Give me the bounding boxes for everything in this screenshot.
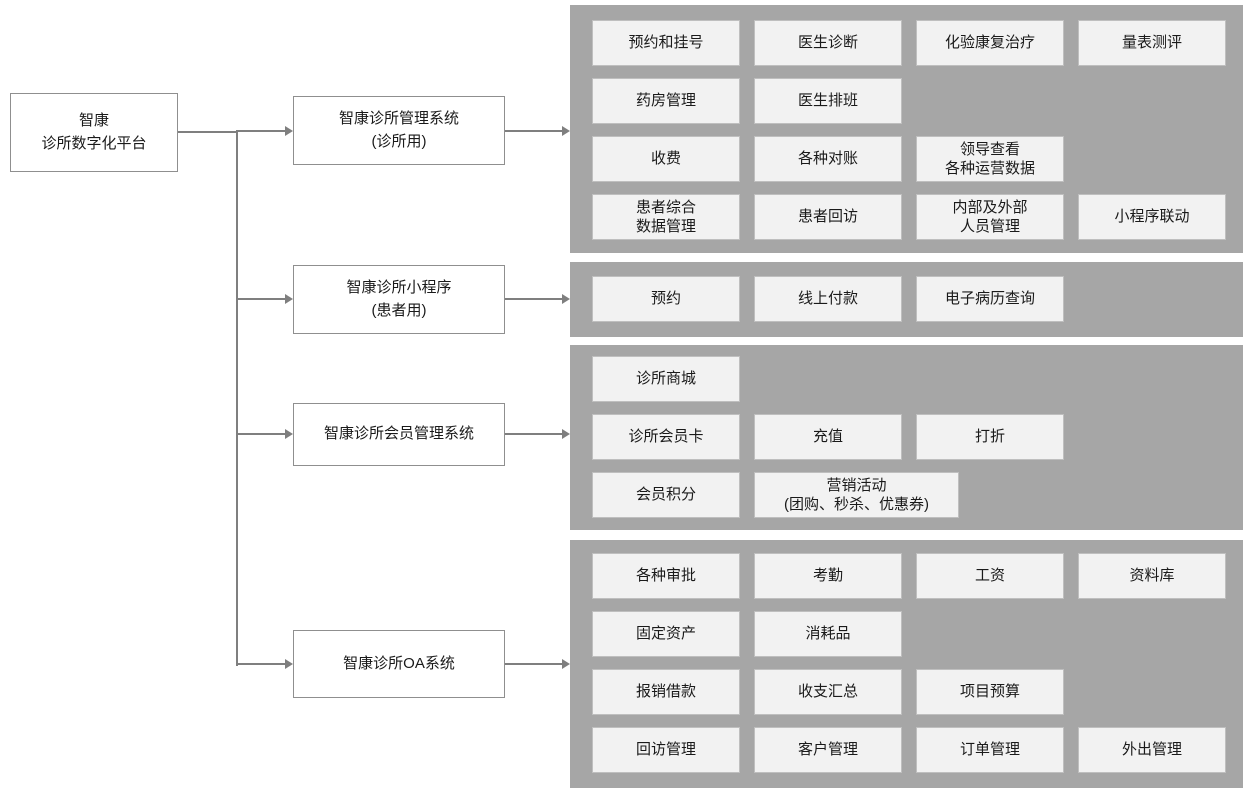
- connector-line: [236, 433, 285, 435]
- panel-item: 考勤: [754, 553, 902, 599]
- panel-item: 内部及外部人员管理: [916, 194, 1064, 240]
- arrowhead-icon: [562, 294, 570, 304]
- panel-item: 订单管理: [916, 727, 1064, 773]
- connector-line: [505, 663, 562, 665]
- panel-clinic-management: 预约和挂号医生诊断化验康复治疗量表测评药房管理医生排班收费各种对账领导查看各种运…: [570, 5, 1243, 253]
- panel-item: 化验康复治疗: [916, 20, 1064, 66]
- panel-item: 消耗品: [754, 611, 902, 657]
- panel-row: 预约和挂号医生诊断化验康复治疗量表测评: [592, 20, 1243, 66]
- panel-item: 回访管理: [592, 727, 740, 773]
- panel-item: 预约和挂号: [592, 20, 740, 66]
- panel-item: 打折: [916, 414, 1064, 460]
- connector-line: [236, 663, 285, 665]
- node-membership-system: 智康诊所会员管理系统: [293, 403, 505, 466]
- panel-item: 各种对账: [754, 136, 902, 182]
- connector-line: [236, 298, 285, 300]
- arrowhead-icon: [285, 126, 293, 136]
- node-oa-system: 智康诊所OA系统: [293, 630, 505, 698]
- connector-line: [505, 298, 562, 300]
- panel-item: 领导查看各种运营数据: [916, 136, 1064, 182]
- connector-line: [178, 131, 238, 133]
- panel-row: 回访管理客户管理订单管理外出管理: [592, 727, 1243, 773]
- connector-line: [505, 130, 562, 132]
- panel-item: 各种审批: [592, 553, 740, 599]
- panel-item: 项目预算: [916, 669, 1064, 715]
- panel-row: 患者综合数据管理患者回访内部及外部人员管理小程序联动: [592, 194, 1243, 240]
- panel-item: 报销借款: [592, 669, 740, 715]
- panel-row: 诊所会员卡充值打折: [592, 414, 1243, 460]
- panel-item: 收费: [592, 136, 740, 182]
- root-node: 智康诊所数字化平台: [10, 93, 178, 172]
- panel-item: 收支汇总: [754, 669, 902, 715]
- arrowhead-icon: [285, 659, 293, 669]
- arrowhead-icon: [285, 429, 293, 439]
- panel-row: 各种审批考勤工资资料库: [592, 553, 1243, 599]
- panel-membership: 诊所商城诊所会员卡充值打折会员积分营销活动(团购、秒杀、优惠券): [570, 345, 1243, 530]
- arrowhead-icon: [562, 659, 570, 669]
- panel-item: 药房管理: [592, 78, 740, 124]
- panel-item: 患者综合数据管理: [592, 194, 740, 240]
- panel-mini-program: 预约线上付款电子病历查询: [570, 262, 1243, 337]
- panel-item: 会员积分: [592, 472, 740, 518]
- arrowhead-icon: [562, 126, 570, 136]
- panel-item: 固定资产: [592, 611, 740, 657]
- panel-item: 诊所商城: [592, 356, 740, 402]
- panel-item: 诊所会员卡: [592, 414, 740, 460]
- arrowhead-icon: [562, 429, 570, 439]
- panel-row: 诊所商城: [592, 356, 1243, 402]
- panel-item: 客户管理: [754, 727, 902, 773]
- panel-item: 患者回访: [754, 194, 902, 240]
- panel-item: 电子病历查询: [916, 276, 1064, 322]
- panel-row: 收费各种对账领导查看各种运营数据: [592, 136, 1243, 182]
- panel-item: 医生诊断: [754, 20, 902, 66]
- panel-item: 资料库: [1078, 553, 1226, 599]
- panel-item: 线上付款: [754, 276, 902, 322]
- panel-item: 外出管理: [1078, 727, 1226, 773]
- panel-item: 量表测评: [1078, 20, 1226, 66]
- panel-item: 工资: [916, 553, 1064, 599]
- panel-row: 固定资产消耗品: [592, 611, 1243, 657]
- connector-line: [505, 433, 562, 435]
- panel-item: 预约: [592, 276, 740, 322]
- panel-row: 会员积分营销活动(团购、秒杀、优惠券): [592, 472, 1243, 518]
- node-clinic-management-system: 智康诊所管理系统(诊所用): [293, 96, 505, 165]
- connector-line: [236, 130, 285, 132]
- panel-row: 预约线上付款电子病历查询: [592, 276, 1243, 322]
- node-mini-program: 智康诊所小程序(患者用): [293, 265, 505, 334]
- panel-item: 医生排班: [754, 78, 902, 124]
- panel-row: 药房管理医生排班: [592, 78, 1243, 124]
- arrowhead-icon: [285, 294, 293, 304]
- panel-item: 小程序联动: [1078, 194, 1226, 240]
- panel-item: 充值: [754, 414, 902, 460]
- connector-trunk: [236, 130, 238, 666]
- panel-item: 营销活动(团购、秒杀、优惠券): [754, 472, 959, 518]
- panel-row: 报销借款收支汇总项目预算: [592, 669, 1243, 715]
- panel-oa: 各种审批考勤工资资料库固定资产消耗品报销借款收支汇总项目预算回访管理客户管理订单…: [570, 540, 1243, 788]
